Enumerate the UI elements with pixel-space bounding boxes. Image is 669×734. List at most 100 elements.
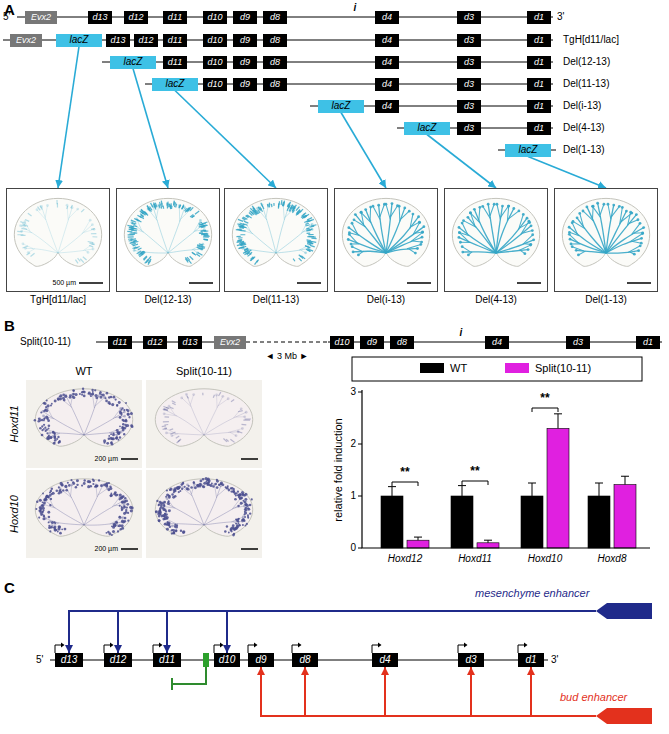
kidney-section-drawing (621, 206, 624, 209)
kidney-section-drawing (43, 402, 45, 404)
kidney-section-drawing (48, 424, 51, 427)
kidney-section-drawing (458, 231, 461, 234)
promoter-arrow (55, 643, 528, 654)
kidney-section-drawing (67, 482, 69, 484)
gene-box: d3 (457, 56, 481, 69)
kidney-section-drawing (276, 224, 312, 253)
kidney-section-drawing (47, 495, 50, 498)
kidney-section-drawing (54, 399, 57, 402)
kidney-section-drawing (111, 403, 114, 406)
kidney-section-drawing (583, 211, 594, 221)
kidney-section-drawing (47, 436, 50, 439)
kidney-section-drawing (481, 205, 484, 208)
kidney-section-drawing (123, 503, 126, 506)
kidney-section-drawing (38, 509, 41, 512)
kidney-section-drawing (251, 257, 254, 260)
connector-arrow (427, 135, 496, 189)
gene-box: d3 (457, 34, 481, 47)
kidney-section-drawing (50, 433, 84, 435)
gene-name: d13 (92, 13, 107, 22)
gene-box: d1 (527, 78, 551, 91)
kidney-section-drawing (287, 205, 290, 208)
kidney-section-drawing (107, 531, 109, 533)
row-name: Del(i-13) (563, 100, 601, 112)
gene-box: d3 (566, 336, 590, 349)
kidney-section-drawing (193, 483, 196, 486)
kidney-section-drawing (608, 204, 611, 219)
kidney-section-drawing (216, 480, 219, 483)
kidney-section-drawing (92, 483, 94, 485)
kidney-section-drawing (106, 392, 109, 395)
connector-arrow (175, 91, 276, 189)
kidney-section-drawing (202, 485, 205, 488)
kidney-section-drawing (172, 496, 175, 499)
kidney-section-drawing (372, 205, 375, 208)
kidney-section-drawing (242, 219, 245, 222)
promoter-arrow (524, 643, 528, 648)
kidney-section-drawing (123, 433, 125, 435)
panel-caption: TgH[d11/lac] (7, 294, 109, 305)
kidney-section-drawing (412, 213, 415, 216)
kidney-section-drawing (419, 243, 422, 246)
kidney-section-drawing (171, 493, 174, 496)
kidney-section-drawing (58, 442, 60, 444)
kidney-section-drawing (203, 482, 206, 485)
gene-box: d10 (203, 11, 227, 24)
axis-tick (358, 548, 362, 549)
dashed-gap-line (246, 342, 328, 343)
kidney-section-drawing (43, 424, 45, 426)
kidney-section-drawing (462, 223, 467, 234)
tick-label: 0 (350, 542, 356, 554)
kidney-section-drawing (386, 237, 422, 253)
kidney-section-panel: TgH[d11/lac] (6, 188, 110, 292)
kidney-section-drawing (51, 403, 53, 405)
kidney-section-drawing (204, 239, 208, 241)
kidney-section-drawing (165, 416, 170, 418)
kidney-section-drawing (43, 428, 45, 430)
kidney-section-drawing (158, 504, 160, 506)
kidney-section-drawing (386, 227, 424, 253)
gene-box: d4 (372, 653, 398, 667)
kidney-section-drawing (164, 513, 166, 515)
column-header: Split(10-11) (176, 365, 232, 378)
kidney-section-drawing (160, 502, 163, 505)
kidney-section-drawing (240, 234, 245, 235)
connector-arrow (227, 611, 596, 653)
kidney-section-drawing (162, 425, 166, 427)
reporter-name: lacZ (519, 145, 538, 155)
gene-name: d12 (138, 36, 153, 45)
kidney-section-drawing (230, 439, 234, 442)
legend-text: Split(10-11) (535, 362, 591, 374)
kidney-section-drawing (115, 437, 118, 440)
kidney-section-drawing (461, 222, 464, 225)
gene-box: d9 (248, 653, 274, 667)
kidney-section-drawing (180, 396, 183, 399)
kidney-section-drawing (49, 530, 51, 532)
kidney-section-drawing (27, 251, 30, 254)
gene-box: d9 (233, 11, 257, 24)
kidney-section-drawing (237, 490, 239, 492)
gene-name: d1 (534, 13, 544, 22)
kidney-section-drawing (217, 488, 226, 496)
kidney-section-drawing (311, 238, 316, 240)
scale-bar (517, 282, 541, 284)
kidney-section-drawing (576, 216, 579, 219)
kidney-section-drawing (308, 234, 313, 235)
gene-box: d4 (375, 78, 399, 91)
kidney-section-drawing (232, 198, 319, 266)
kidney-section-drawing (418, 221, 421, 224)
kidney-section-drawing (289, 208, 291, 212)
row-name: Del(11-13) (563, 78, 610, 90)
gene-box: d10 (214, 653, 240, 667)
gene-name: d1 (534, 36, 544, 45)
kidney-section-drawing (101, 484, 104, 487)
kidney-section-drawing (171, 529, 173, 531)
kidney-section-drawing (115, 434, 118, 437)
kidney-section-drawing (156, 205, 158, 218)
kidney-section-drawing (606, 251, 639, 254)
kidney-section-drawing (249, 504, 252, 507)
gene-box: d4 (375, 56, 399, 69)
kidney-section-drawing (630, 234, 643, 242)
kidney-section-drawing (231, 517, 243, 522)
kidney-section-drawing (149, 206, 152, 210)
